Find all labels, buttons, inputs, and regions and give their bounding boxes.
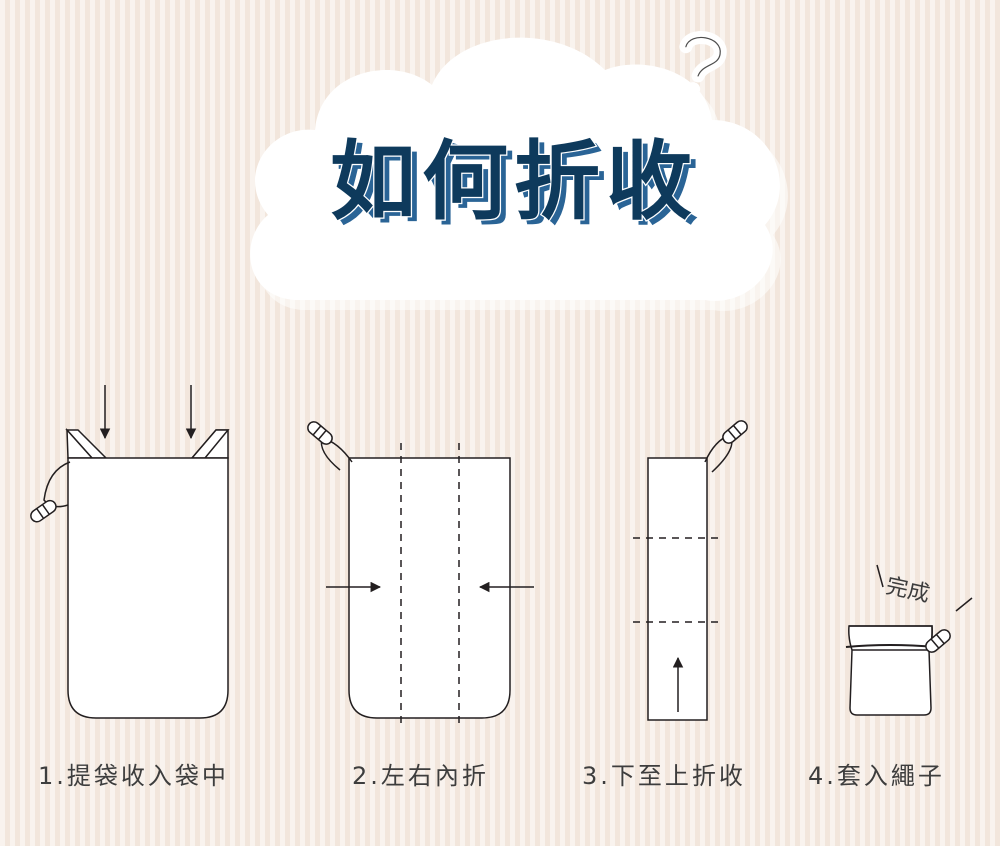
cloud-shape <box>250 37 788 311</box>
title-shadow: 如何折收 <box>336 137 704 237</box>
step-3-diagram <box>633 420 748 721</box>
title-text: 如何折收 <box>330 132 698 232</box>
step-2-diagram <box>307 421 534 728</box>
step-3-label: 3.下至上折收 <box>582 762 746 790</box>
question-mark-icon <box>679 31 727 97</box>
done-label: 完成 <box>884 574 932 608</box>
step-4-label: 4.套入繩子 <box>808 762 945 790</box>
step-4-diagram <box>845 564 973 716</box>
step-2-label: 2.左右內折 <box>352 762 489 790</box>
step-1-diagram <box>30 385 230 719</box>
step-1-label: 1.提袋收入袋中 <box>38 762 229 790</box>
